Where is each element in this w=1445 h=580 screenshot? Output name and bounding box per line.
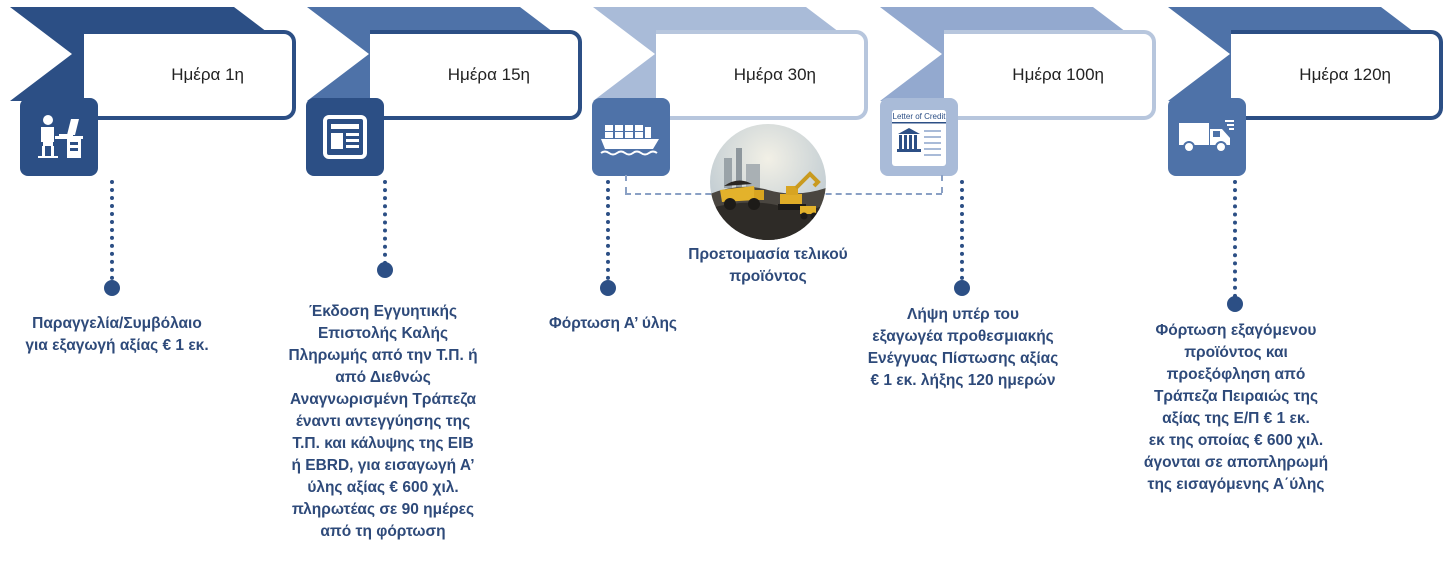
day-label-1: Ημέρα 1η bbox=[171, 65, 244, 84]
document-icon bbox=[306, 98, 384, 176]
connector-line-2 bbox=[383, 180, 387, 265]
milestone-description-4: Λήψη υπέρ του εξαγωγέα προθεσμιακής Ενέγ… bbox=[867, 306, 1059, 389]
connector-line-1 bbox=[110, 180, 114, 280]
day-label-5: Ημέρα 120η bbox=[1299, 65, 1391, 84]
milestone-description-2: Έκδοση Εγγυητικής Επιστολής Καλής Πληρωμ… bbox=[288, 303, 478, 540]
milestone-description-5: Φόρτωση εξαγόμενου προϊόντος και προεξόφ… bbox=[1143, 322, 1329, 493]
day-box-5: Ημέρα 120η bbox=[1231, 30, 1443, 120]
connector-dot-1 bbox=[104, 280, 120, 296]
day-box-2: Ημέρα 15η bbox=[370, 30, 582, 120]
milestone-description-3: Φόρτωση Α’ ύλης bbox=[549, 315, 677, 332]
delivery-truck-icon bbox=[1168, 98, 1246, 176]
desk-worker-icon bbox=[20, 98, 98, 176]
cargo-ship-icon bbox=[592, 98, 670, 176]
day-label-3: Ημέρα 30η bbox=[733, 65, 816, 84]
connector-dot-3 bbox=[600, 280, 616, 296]
day-box-3: Ημέρα 30η bbox=[656, 30, 868, 120]
day-box-4: Ημέρα 100η bbox=[944, 30, 1156, 120]
bracket-right bbox=[941, 175, 943, 193]
production-step-label: Προετοιμασία τελικού προϊόντος bbox=[688, 246, 848, 285]
day-box-1: Ημέρα 1η bbox=[84, 30, 296, 120]
letter-of-credit-text: Letter of Credit bbox=[893, 112, 947, 121]
connector-line-3 bbox=[606, 180, 610, 280]
letter-of-credit-icon: Letter of Credit bbox=[880, 98, 958, 176]
connector-line-5 bbox=[1233, 180, 1237, 298]
mining-trucks-icon bbox=[710, 124, 826, 240]
connector-dot-5 bbox=[1227, 296, 1243, 312]
connector-dot-4 bbox=[954, 280, 970, 296]
connector-line-4 bbox=[960, 180, 964, 280]
day-label-4: Ημέρα 100η bbox=[1012, 65, 1104, 84]
day-label-2: Ημέρα 15η bbox=[447, 65, 530, 84]
connector-dot-2 bbox=[377, 262, 393, 278]
milestone-description-1: Παραγγελία/Συμβόλαιο για εξαγωγή αξίας €… bbox=[25, 315, 209, 354]
bracket-left bbox=[625, 175, 627, 193]
